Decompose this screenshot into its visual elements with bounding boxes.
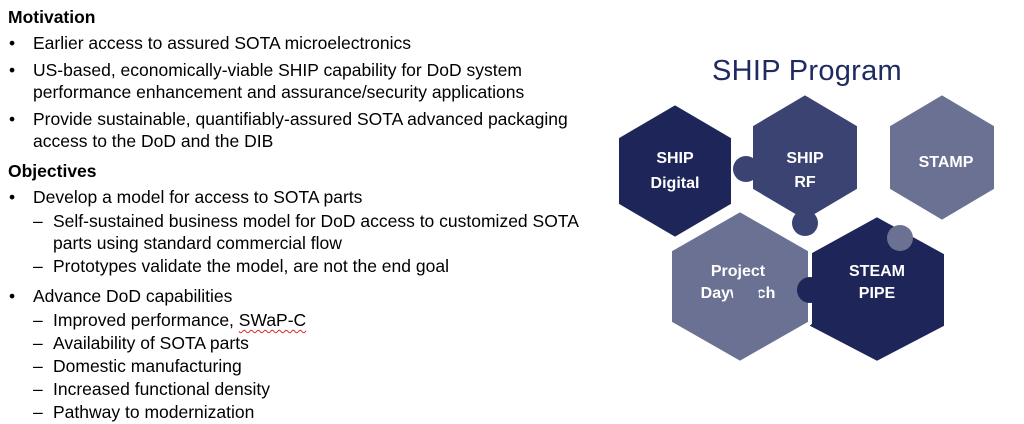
hex-label-line1: Project [711,263,766,280]
puzzle-tab [797,277,823,303]
sub-list: –Self-sustained business model for DoD a… [8,210,608,277]
list-item: •Advance DoD capabilities [9,286,233,306]
text-panel: Motivation •Earlier access to assured SO… [8,6,608,424]
hex-piece-stamp: STAMP [886,91,998,224]
sub-list-item: –Pathway to modernization [33,402,255,422]
hex-label-line1: STAMP [919,154,974,171]
hex-puzzle: STAMP SHIP RF SHIP Digital STEAM PIPE Pr… [615,91,998,365]
diagram-title: SHIP Program [712,55,903,87]
list-item: •Develop a model for access to SOTA part… [9,187,363,207]
hex-piece-ship-rf: SHIP RF [749,91,861,224]
puzzle-tab [733,282,759,308]
hex-label-line1: STEAM [849,263,905,280]
hex-label-line1: SHIP [786,150,824,167]
hex-label-line2: PIPE [859,285,896,302]
sub-list-item: –Availability of SOTA parts [33,333,249,353]
objectives-heading: Objectives [8,161,97,181]
sub-list-item: –Increased functional density [33,379,270,399]
motivation-list: •Earlier access to assured SOTA microele… [8,32,608,152]
puzzle-tab [792,210,818,236]
dash-icon: – [33,356,43,376]
list-item: •US-based, economically-viable SHIP capa… [9,60,525,102]
dash-icon: – [33,402,43,422]
dash-icon: – [33,211,43,231]
bullet-icon: • [9,286,16,306]
dash-icon: – [33,379,43,399]
hex-shape [886,91,998,224]
hex-label-line1: SHIP [656,150,694,167]
sub-list-item: –Prototypes validate the model, are not … [33,256,449,276]
sub-list-item: –Self-sustained business model for DoD a… [33,211,578,253]
hex-piece-ship-digital: SHIP Digital [615,101,735,241]
bullet-icon: • [9,33,16,53]
hex-label-line2: Digital [651,175,700,192]
ship-program-diagram: SHIP Program STAMP SHIP RF SHIP Digital … [600,45,1010,415]
sub-list-item: –Domestic manufacturing [33,356,242,376]
puzzle-tab [733,156,759,182]
hex-label-line2: RF [794,174,816,191]
sub-list-item: –Improved performance, SWaP-C [33,310,307,330]
motivation-heading: Motivation [8,7,96,27]
list-item: •Earlier access to assured SOTA microele… [9,33,412,53]
dash-icon: – [33,333,43,353]
hex-shape [615,101,735,241]
bullet-icon: • [9,60,16,80]
sub-list: –Improved performance, SWaP-C –Availabil… [8,309,608,423]
dash-icon: – [33,256,43,276]
list-item: •Provide sustainable, quantifiably-assur… [9,109,568,151]
puzzle-tab [887,225,913,251]
bullet-icon: • [9,109,16,129]
dash-icon: – [33,310,43,330]
hex-piece-steam-pipe: STEAM PIPE [806,213,948,365]
objectives-list: •Develop a model for access to SOTA part… [8,186,608,423]
bullet-icon: • [9,187,16,207]
spellcheck-word: SWaP-C [238,310,307,330]
